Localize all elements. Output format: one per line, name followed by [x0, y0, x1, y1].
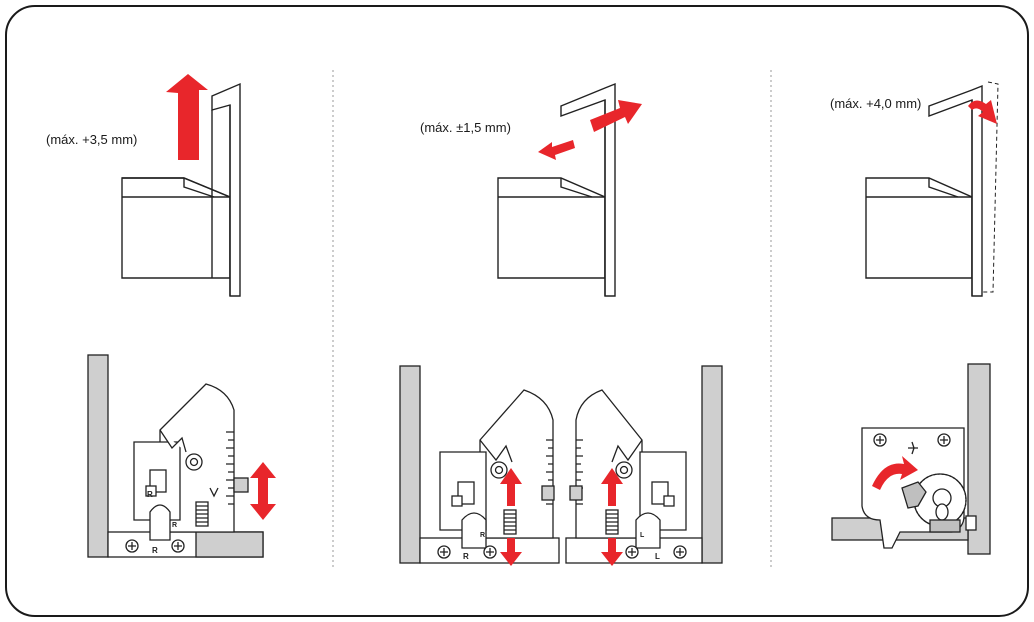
lateral-arrow-left [538, 140, 575, 160]
lateral-arrow-right [590, 100, 642, 132]
tilt-curved-arrow [968, 100, 997, 124]
right-tolerance-label: (máx. +4,0 mm) [830, 96, 922, 111]
middle-left-mark-1: R [480, 532, 485, 539]
left-tolerance-label: (máx. +3,5 mm) [46, 132, 138, 147]
drawer-front-middle [497, 82, 616, 297]
drawer-front-left [121, 82, 241, 297]
middle-right-mark-1: L [640, 532, 645, 539]
left-mark-1: R [147, 490, 153, 499]
adjuster-body-middle-right [569, 389, 687, 549]
tilt-adjuster-body [861, 427, 977, 549]
middle-left-mark-2: R [463, 552, 469, 561]
adjuster-body-middle-left [439, 389, 555, 549]
left-mark-2: R [172, 522, 177, 529]
vertical-double-arrow-middle-left [500, 468, 522, 566]
tilt-dashed-outline [983, 81, 999, 293]
tilt-curved-arrow-bottom [872, 456, 918, 490]
vertical-double-arrow-middle-right [601, 468, 623, 566]
left-mark-3: R [152, 546, 158, 555]
cabinet-side-left [87, 354, 109, 558]
drawer-front-right [865, 84, 983, 297]
cabinet-side-right [967, 363, 991, 555]
height-up-arrow [166, 74, 208, 160]
middle-tolerance-label: (máx. ±1,5 mm) [420, 120, 511, 135]
middle-right-mark-2: L [655, 552, 660, 561]
cabinet-side-middle-left [399, 365, 421, 564]
vertical-double-arrow-left [250, 462, 276, 520]
cabinet-side-middle-right [701, 365, 723, 564]
bottom-rail-left [107, 531, 264, 558]
